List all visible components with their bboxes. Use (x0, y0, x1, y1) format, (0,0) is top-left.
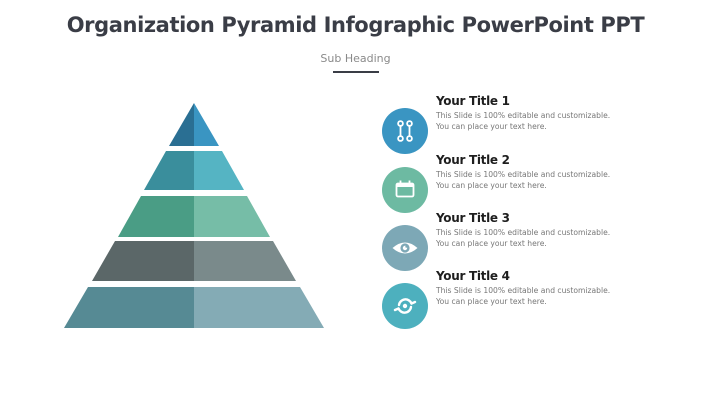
item-title-3: Your Title 3 (436, 211, 510, 225)
list-item-2: Your Title 2 This Slide is 100% editable… (380, 153, 680, 219)
slide-title: Organization Pyramid Infographic PowerPo… (66, 13, 645, 37)
item-desc-line-1: This Slide is 100% editable and customiz… (436, 170, 611, 179)
tier-1-left (169, 103, 194, 146)
tier-5-right (194, 287, 324, 328)
tier-4-left (92, 241, 194, 281)
item-desc-line-2: You can place your text here. (436, 181, 547, 190)
item-desc-line-2: You can place your text here. (436, 122, 547, 131)
eye-icon (392, 242, 418, 254)
tier-2-right (194, 151, 244, 190)
item-description-1: This Slide is 100% editable and customiz… (436, 110, 610, 132)
list-item-1: Your Title 1 This Slide is 100% editable… (380, 94, 680, 160)
calendar-icon (395, 180, 415, 198)
heading-underline (333, 71, 379, 73)
tier-4-right (194, 241, 296, 281)
sub-heading: Sub Heading (320, 52, 391, 65)
tier-3-right (194, 196, 270, 237)
tier-5-left (64, 287, 194, 328)
connection-icon (397, 120, 413, 142)
item-title-4: Your Title 4 (436, 269, 510, 283)
item-desc-line-1: This Slide is 100% editable and customiz… (436, 228, 611, 237)
tier-1-right (194, 103, 219, 146)
list-item-4: Your Title 4 This Slide is 100% editable… (380, 269, 680, 335)
pyramid-tier-5 (64, 287, 324, 328)
tier-2-left (144, 151, 194, 190)
pyramid-tier-2 (144, 151, 244, 190)
list-item-3: Your Title 3 This Slide is 100% editable… (380, 211, 680, 277)
item-title-2: Your Title 2 (436, 153, 510, 167)
item-desc-line-2: You can place your text here. (436, 239, 547, 248)
icon-circle-2 (382, 167, 428, 213)
item-description-4: This Slide is 100% editable and customiz… (436, 285, 610, 307)
icon-circle-1 (382, 108, 428, 154)
item-desc-line-1: This Slide is 100% editable and customiz… (436, 111, 611, 120)
pyramid-tier-4 (92, 241, 296, 281)
item-description-3: This Slide is 100% editable and customiz… (436, 227, 610, 249)
item-desc-line-2: You can place your text here. (436, 297, 547, 306)
item-desc-line-1: This Slide is 100% editable and customiz… (436, 286, 611, 295)
tier-3-left (118, 196, 194, 237)
icon-circle-4 (382, 283, 428, 329)
item-description-2: This Slide is 100% editable and customiz… (436, 169, 610, 191)
pyramid-tier-3 (118, 196, 270, 237)
pyramid-tier-1 (169, 103, 219, 146)
sync-icon (393, 298, 417, 314)
icon-circle-3 (382, 225, 428, 271)
item-title-1: Your Title 1 (436, 94, 510, 108)
